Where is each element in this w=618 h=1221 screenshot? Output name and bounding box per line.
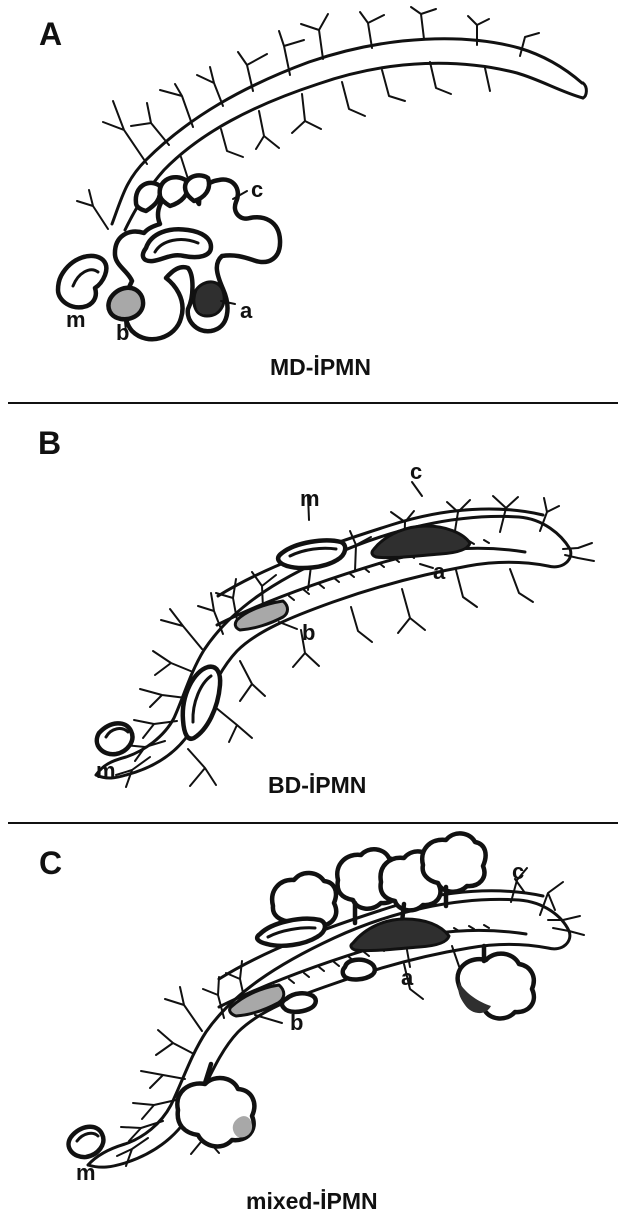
small-cyst-near-a [343,960,375,980]
caption-c: mixed-İPMN [246,1190,378,1213]
side-branches-b [116,496,594,787]
cyst-lobe-3 [185,175,209,201]
mucin-terminal [69,1127,104,1157]
md-ipmn-diagram [0,0,618,402]
label-m-lower: m [96,760,116,782]
label-c-pointer [412,482,422,496]
label-m: m [76,1162,96,1184]
cyst-top-4 [422,833,485,891]
label-a: a [240,300,252,322]
caption-b: BD-İPMN [268,774,366,797]
label-c: c [410,461,422,483]
label-m: m [66,309,86,331]
label-b: b [290,1012,303,1034]
label-m-upper: m [300,488,320,510]
label-b: b [302,622,315,644]
panel-a: A [0,0,618,402]
label-a: a [401,967,413,989]
main-duct-tail [583,83,586,98]
label-c: c [512,861,524,883]
panel-c: C [0,824,618,1221]
mucin-vertical [183,667,220,739]
bd-ipmn-diagram [0,404,618,822]
mucin-upper [257,919,325,946]
label-a-pointer [420,564,433,568]
caption-a: MD-İPMN [270,356,371,379]
cyst-lobe-1 [136,183,160,211]
label-b: b [116,322,129,344]
label-b-pointer [255,1015,282,1023]
mucin-elongated [278,540,345,568]
label-b-pointer [279,622,297,629]
mucin-m-shape [58,256,106,307]
label-c: c [251,179,263,201]
label-a: a [433,561,445,583]
panel-b: B [0,404,618,822]
